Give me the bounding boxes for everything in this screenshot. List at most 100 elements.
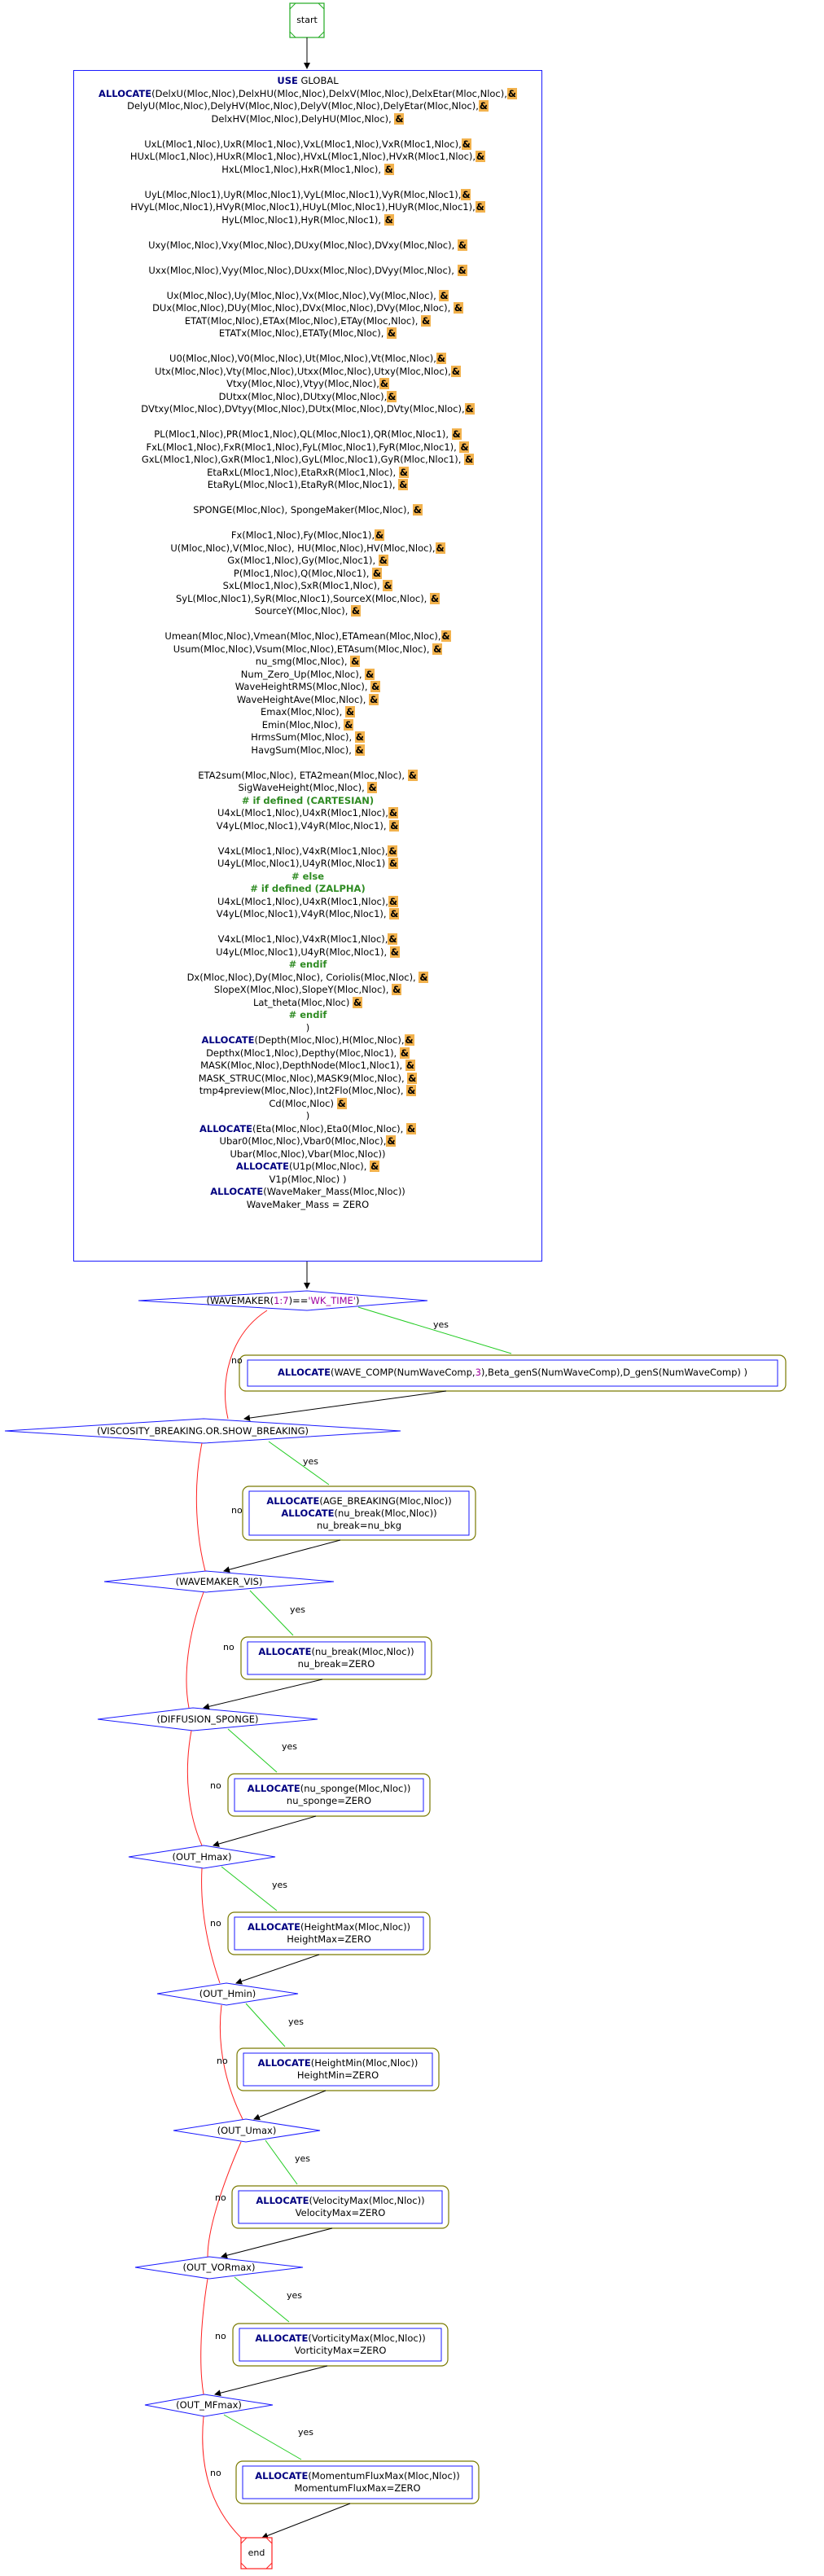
yes-label: yes: [298, 2427, 314, 2438]
code-segment: SigWaveHeight(Mloc,Nloc),: [238, 782, 368, 793]
action-box-velocity-max: [231, 2185, 449, 2229]
code-line: ETA2sum(Mloc,Nloc), ETA2mean(Mloc,Nloc),…: [74, 769, 541, 783]
code-segment: &: [461, 188, 471, 200]
decision-label-out-mfmax: (OUT_MFmax): [145, 2399, 273, 2411]
code-line: U4yL(Mloc,Nloc1),U4yR(Mloc,Nloc1) &: [74, 858, 541, 871]
action-text-height-max: ALLOCATE(HeightMax(Mloc,Nloc))HeightMax=…: [234, 1921, 423, 1946]
code-line: U0(Mloc,Nloc),V0(Mloc,Nloc),Ut(Mloc,Nloc…: [74, 353, 541, 366]
code-segment: &: [344, 706, 355, 718]
code-segment: &: [370, 681, 381, 692]
code-segment: PL(Mloc1,Nloc),PR(Mloc1,Nloc),QL(Mloc,Nl…: [154, 428, 452, 440]
decision-segment: (OUT_MFmax): [176, 2399, 242, 2411]
code-segment: V4yL(Mloc,Nloc1),V4yR(Mloc,Nloc1),: [216, 908, 390, 919]
decision-segment: (OUT_Hmax): [172, 1851, 232, 1863]
code-segment: &: [459, 441, 470, 453]
code-line: V4yL(Mloc,Nloc1),V4yR(Mloc,Nloc1), &: [74, 819, 541, 833]
action-text-nu-break: ALLOCATE(nu_break(Mloc,Nloc))nu_break=ZE…: [248, 1646, 425, 1670]
decision-out-hmin: [156, 1982, 299, 2006]
code-line: Emax(Mloc,Nloc), &: [74, 706, 541, 719]
code-line: UxL(Mloc1,Nloc),UxR(Mloc1,Nloc),VxL(Mloc…: [74, 138, 541, 151]
action-line: VelocityMax=ZERO: [239, 2207, 442, 2219]
code-segment: EtaRxL(Mloc1,Nloc),EtaRxR(Mloc1,Nloc),: [207, 466, 399, 478]
action-text-momentum-flux-max: ALLOCATE(MomentumFluxMax(Mloc,Nloc))Mome…: [243, 2470, 472, 2495]
code-line: ETATx(Mloc,Nloc),ETATy(Mloc,Nloc), &: [74, 327, 541, 340]
code-segment: Uxx(Mloc,Nloc),Vyy(Mloc,Nloc),DUxx(Mloc,…: [148, 264, 458, 276]
yes-edges: [221, 1306, 512, 2460]
decision-segment: (OUT_Umax): [217, 2125, 277, 2136]
code-line: EtaRxL(Mloc1,Nloc),EtaRxR(Mloc1,Nloc), &: [74, 466, 541, 480]
action-line: ALLOCATE(MomentumFluxMax(Mloc,Nloc)): [243, 2470, 472, 2482]
code-segment: &: [435, 542, 445, 554]
code-segment: &: [375, 529, 385, 541]
code-line: [74, 340, 541, 353]
code-segment: &: [383, 580, 393, 591]
code-line: Utx(Mloc,Nloc),Vty(Mloc,Nloc),Utxx(Mloc,…: [74, 365, 541, 379]
code-line: Lat_theta(Mloc,Nloc) &: [74, 996, 541, 1010]
code-line: # if defined (ZALPHA): [74, 883, 541, 896]
action-segment: (MomentumFluxMax(Mloc,Nloc)): [308, 2470, 460, 2482]
code-segment: &: [369, 693, 379, 705]
code-line: SlopeX(Mloc,Nloc),SlopeY(Mloc,Nloc), &: [74, 984, 541, 997]
code-line: P(Mloc1,Nloc),Q(Mloc,Nloc1), &: [74, 567, 541, 581]
code-segment: &: [398, 479, 409, 490]
code-segment: &: [353, 996, 363, 1008]
code-line: V1p(Mloc,Nloc) ): [74, 1174, 541, 1187]
code-line: V4yL(Mloc,Nloc1),V4yR(Mloc,Nloc1), &: [74, 908, 541, 921]
code-segment: &: [387, 390, 397, 402]
decision-label-out-hmin: (OUT_Hmin): [157, 1988, 298, 1999]
action-segment: (nu_sponge(Mloc,Nloc)): [300, 1783, 411, 1794]
code-line: # if defined (CARTESIAN): [74, 795, 541, 808]
action-segment: ALLOCATE: [258, 1646, 312, 1657]
no-label: no: [223, 1642, 234, 1652]
code-segment: U4xL(Mloc1,Nloc),U4xR(Mloc1,Nloc),: [217, 895, 388, 907]
code-segment: &: [407, 769, 418, 781]
code-line: HavgSum(Mloc,Nloc), &: [74, 744, 541, 757]
code-segment: ALLOCATE: [199, 1122, 253, 1134]
code-segment: ETAT(Mloc,Nloc),ETAx(Mloc,Nloc),ETAy(Mlo…: [184, 314, 422, 327]
code-segment: ETATx(Mloc,Nloc),ETATy(Mloc,Nloc),: [218, 327, 388, 339]
action-line: HeightMin=ZERO: [243, 2069, 432, 2082]
code-segment: FxL(Mloc1,Nloc),FxR(Mloc1,Nloc),FyL(Mloc…: [146, 441, 460, 453]
code-line: [74, 277, 541, 290]
code-segment: &: [367, 782, 378, 793]
action-box-nu-sponge: [227, 1773, 431, 1817]
code-segment: SPONGE(Mloc,Nloc), SpongeMaker(Mloc,Nloc…: [193, 504, 413, 516]
code-segment: &: [464, 403, 475, 415]
code-segment: ): [305, 1110, 310, 1121]
action-segment: ALLOCATE: [247, 1921, 301, 1933]
code-segment: &: [378, 555, 388, 566]
code-segment: &: [384, 213, 394, 226]
code-segment: &: [432, 643, 443, 655]
code-segment: UyL(Mloc,Nloc1),UyR(Mloc,Nloc1),VyL(Mloc…: [144, 188, 462, 200]
action-segment: (HeightMin(Mloc,Nloc)): [310, 2057, 419, 2069]
code-segment: Uxy(Mloc,Nloc),Vxy(Mloc,Nloc),DUxy(Mloc,…: [148, 239, 458, 251]
code-segment: Ux(Mloc,Nloc),Uy(Mloc,Nloc),Vx(Mloc,Nloc…: [166, 289, 440, 301]
code-segment: &: [394, 112, 405, 125]
code-segment: &: [440, 630, 451, 642]
no-label: no: [210, 1918, 221, 1929]
code-segment: &: [388, 933, 398, 945]
action-line: ALLOCATE(nu_break(Mloc,Nloc)): [248, 1646, 425, 1658]
code-line: HVyL(Mloc,Nloc1),HVyR(Mloc,Nloc1),HUyL(M…: [74, 201, 541, 214]
action-text-height-min: ALLOCATE(HeightMin(Mloc,Nloc))HeightMin=…: [243, 2057, 432, 2082]
code-line: # endif: [74, 1009, 541, 1022]
action-text-wave-comp: ALLOCATE(WAVE_COMP(NumWaveComp,3),Beta_g…: [248, 1367, 778, 1379]
code-segment: tmp4preview(Mloc,Nloc),Int2Flo(Mloc,Nloc…: [199, 1085, 407, 1096]
action-box-momentum-flux-max: [235, 2460, 480, 2504]
code-segment: U0(Mloc,Nloc),V0(Mloc,Nloc),Ut(Mloc,Nloc…: [169, 353, 436, 364]
code-line: USE GLOBAL: [74, 75, 541, 88]
action-line: ALLOCATE(VelocityMax(Mloc,Nloc)): [239, 2195, 442, 2207]
code-segment: &: [399, 1047, 410, 1059]
code-segment: &: [506, 87, 517, 99]
code-segment: Lat_theta(Mloc,Nloc): [252, 996, 353, 1008]
action-box-wave-comp: [239, 1354, 787, 1392]
decision-segment: (OUT_Hmin): [199, 1988, 256, 1999]
code-line: U(Mloc,Nloc),V(Mloc,Nloc), HU(Mloc,Nloc)…: [74, 542, 541, 555]
code-line: UyL(Mloc,Nloc1),UyR(Mloc,Nloc1),VyL(Mloc…: [74, 188, 541, 202]
code-segment: &: [407, 1072, 418, 1084]
no-label: no: [210, 1780, 221, 1791]
code-line: [74, 416, 541, 429]
action-segment: VorticityMax=ZERO: [294, 2345, 387, 2356]
code-segment: &: [350, 656, 361, 667]
